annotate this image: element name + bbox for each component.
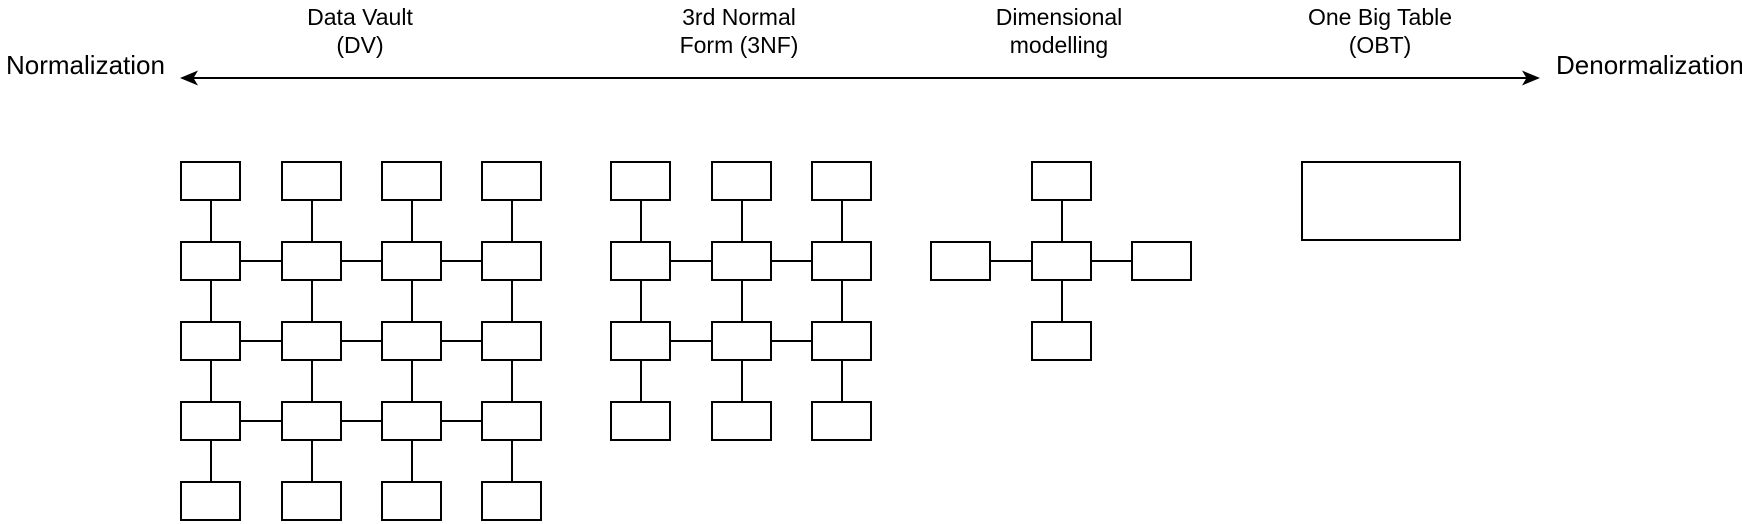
arrowhead-left-icon <box>180 70 198 86</box>
third-normal-form-table-box <box>711 401 772 441</box>
section-title-line: modelling <box>1009 32 1109 58</box>
connector-line <box>209 201 212 241</box>
connector-line <box>342 340 381 342</box>
data-vault-table-box <box>481 321 542 361</box>
connector-line <box>241 420 281 422</box>
data-vault-table-box <box>481 241 542 281</box>
section-title-line: Dimensional <box>995 4 1123 30</box>
section-title-line: One Big Table <box>1307 4 1453 30</box>
dimensional-modelling-fact-table-box <box>1031 241 1092 281</box>
data-vault-table-box <box>381 161 442 201</box>
third-normal-form-table-box <box>811 241 872 281</box>
connector-line <box>991 260 1031 262</box>
section-title-line: (OBT) <box>1348 32 1412 58</box>
connector-line <box>1060 281 1063 321</box>
denormalization-label: Denormalization <box>1556 50 1742 80</box>
data-vault-table-box <box>281 321 342 361</box>
section-title-one-big-table: One Big Table (OBT) <box>1308 3 1452 59</box>
connector-line <box>639 281 642 321</box>
connector-line <box>310 281 313 321</box>
third-normal-form-table-box <box>610 241 671 281</box>
connector-line <box>1092 260 1131 262</box>
connector-line <box>840 201 843 241</box>
dimensional-modelling-dimension-table-box <box>1031 321 1092 361</box>
section-title-third-normal-form: 3rd Normal Form (3NF) <box>680 3 799 59</box>
data-vault-table-box <box>281 401 342 441</box>
section-title-line: Form (3NF) <box>679 32 799 58</box>
data-vault-table-box <box>281 241 342 281</box>
connector-line <box>410 201 413 241</box>
connector-line <box>840 361 843 401</box>
dimensional-modelling-dimension-table-box <box>1131 241 1192 281</box>
data-vault-table-box <box>381 401 442 441</box>
section-title-dimensional-modelling: Dimensional modelling <box>996 3 1123 59</box>
connector-line <box>639 201 642 241</box>
section-title-line: (DV) <box>336 32 384 58</box>
connector-line <box>241 340 281 342</box>
section-title-line: Data Vault <box>307 4 413 30</box>
connector-line <box>639 361 642 401</box>
data-vault-table-box <box>180 241 241 281</box>
data-vault-table-box <box>281 481 342 521</box>
dimensional-modelling-dimension-table-box <box>1031 161 1092 201</box>
connector-line <box>740 281 743 321</box>
connector-line <box>410 441 413 481</box>
arrowhead-right-icon <box>1522 70 1540 86</box>
connector-line <box>740 201 743 241</box>
third-normal-form-table-box <box>811 401 872 441</box>
connector-line <box>342 420 381 422</box>
data-vault-table-box <box>180 481 241 521</box>
third-normal-form-table-box <box>811 321 872 361</box>
connector-line <box>310 201 313 241</box>
third-normal-form-table-box <box>610 401 671 441</box>
data-vault-table-box <box>481 481 542 521</box>
third-normal-form-table-box <box>711 241 772 281</box>
connector-line <box>442 340 481 342</box>
connector-line <box>209 281 212 321</box>
connector-line <box>209 361 212 401</box>
connector-line <box>772 260 811 262</box>
connector-line <box>510 361 513 401</box>
section-title-data-vault: Data Vault (DV) <box>307 3 413 59</box>
connector-line <box>342 260 381 262</box>
third-normal-form-table-box <box>610 161 671 201</box>
data-vault-table-box <box>381 321 442 361</box>
connector-line <box>1060 201 1063 241</box>
connector-line <box>241 260 281 262</box>
data-vault-table-box <box>381 241 442 281</box>
third-normal-form-table-box <box>711 321 772 361</box>
connector-line <box>671 340 711 342</box>
connector-line <box>671 260 711 262</box>
connector-line <box>410 281 413 321</box>
third-normal-form-table-box <box>711 161 772 201</box>
third-normal-form-table-box <box>610 321 671 361</box>
connector-line <box>310 361 313 401</box>
normalization-label: Normalization <box>6 50 165 80</box>
data-vault-table-box <box>481 161 542 201</box>
connector-line <box>510 441 513 481</box>
data-vault-table-box <box>180 161 241 201</box>
dimensional-modelling-dimension-table-box <box>930 241 991 281</box>
connector-line <box>510 281 513 321</box>
one-big-table-table-box <box>1301 161 1461 241</box>
section-title-line: 3rd Normal <box>682 4 796 30</box>
connector-line <box>740 361 743 401</box>
connector-line <box>209 441 212 481</box>
connector-line <box>840 281 843 321</box>
connector-line <box>510 201 513 241</box>
third-normal-form-table-box <box>811 161 872 201</box>
connector-line <box>772 340 811 342</box>
connector-line <box>310 441 313 481</box>
data-vault-table-box <box>381 481 442 521</box>
connector-line <box>442 420 481 422</box>
connector-line <box>410 361 413 401</box>
data-vault-table-box <box>481 401 542 441</box>
data-vault-table-box <box>281 161 342 201</box>
data-vault-table-box <box>180 401 241 441</box>
connector-line <box>442 260 481 262</box>
data-vault-table-box <box>180 321 241 361</box>
